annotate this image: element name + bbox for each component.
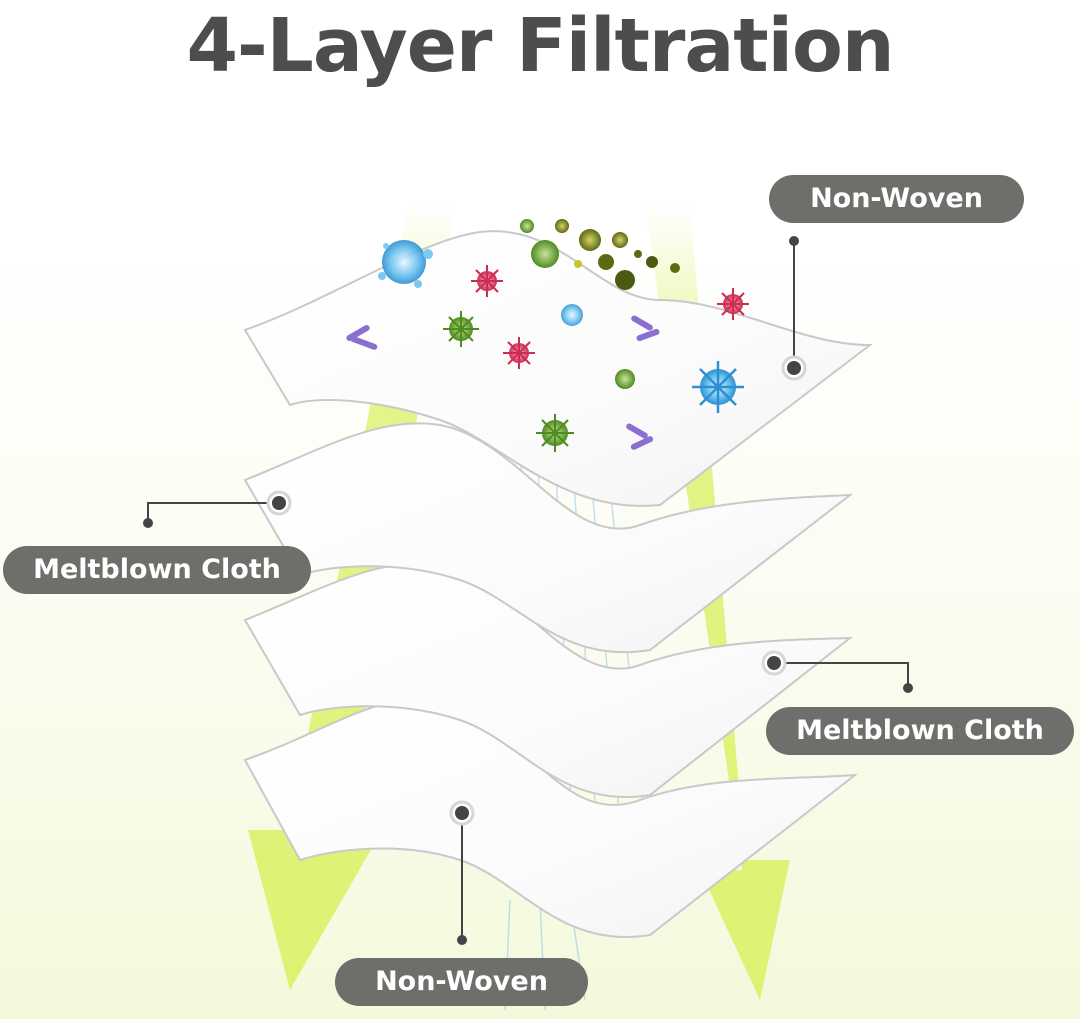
layer-label-2: Meltblown Cloth [3, 546, 311, 594]
virus-icon [443, 311, 479, 347]
callout-connectors [147, 241, 909, 940]
layer-label-4: Non-Woven [335, 958, 588, 1006]
particles [346, 219, 749, 452]
virus-icon [536, 414, 574, 452]
virus-icon [503, 337, 535, 369]
layer-sheet-2 [243, 422, 854, 654]
virus-icon [615, 369, 635, 389]
virus-icon [471, 265, 503, 297]
bacteria-icon [346, 315, 660, 450]
layer-label-3: Meltblown Cloth [766, 707, 1074, 755]
callout-dots [143, 236, 913, 945]
page-title: 4-Layer Filtration [186, 3, 894, 89]
dust-particle-icon [520, 219, 680, 290]
layer-sheet-1 [243, 230, 873, 507]
layer-label-1: Non-Woven [769, 175, 1024, 223]
virus-icon [717, 288, 749, 320]
virus-icon [692, 361, 744, 413]
virus-icon [378, 240, 433, 288]
virus-icon [561, 304, 583, 326]
